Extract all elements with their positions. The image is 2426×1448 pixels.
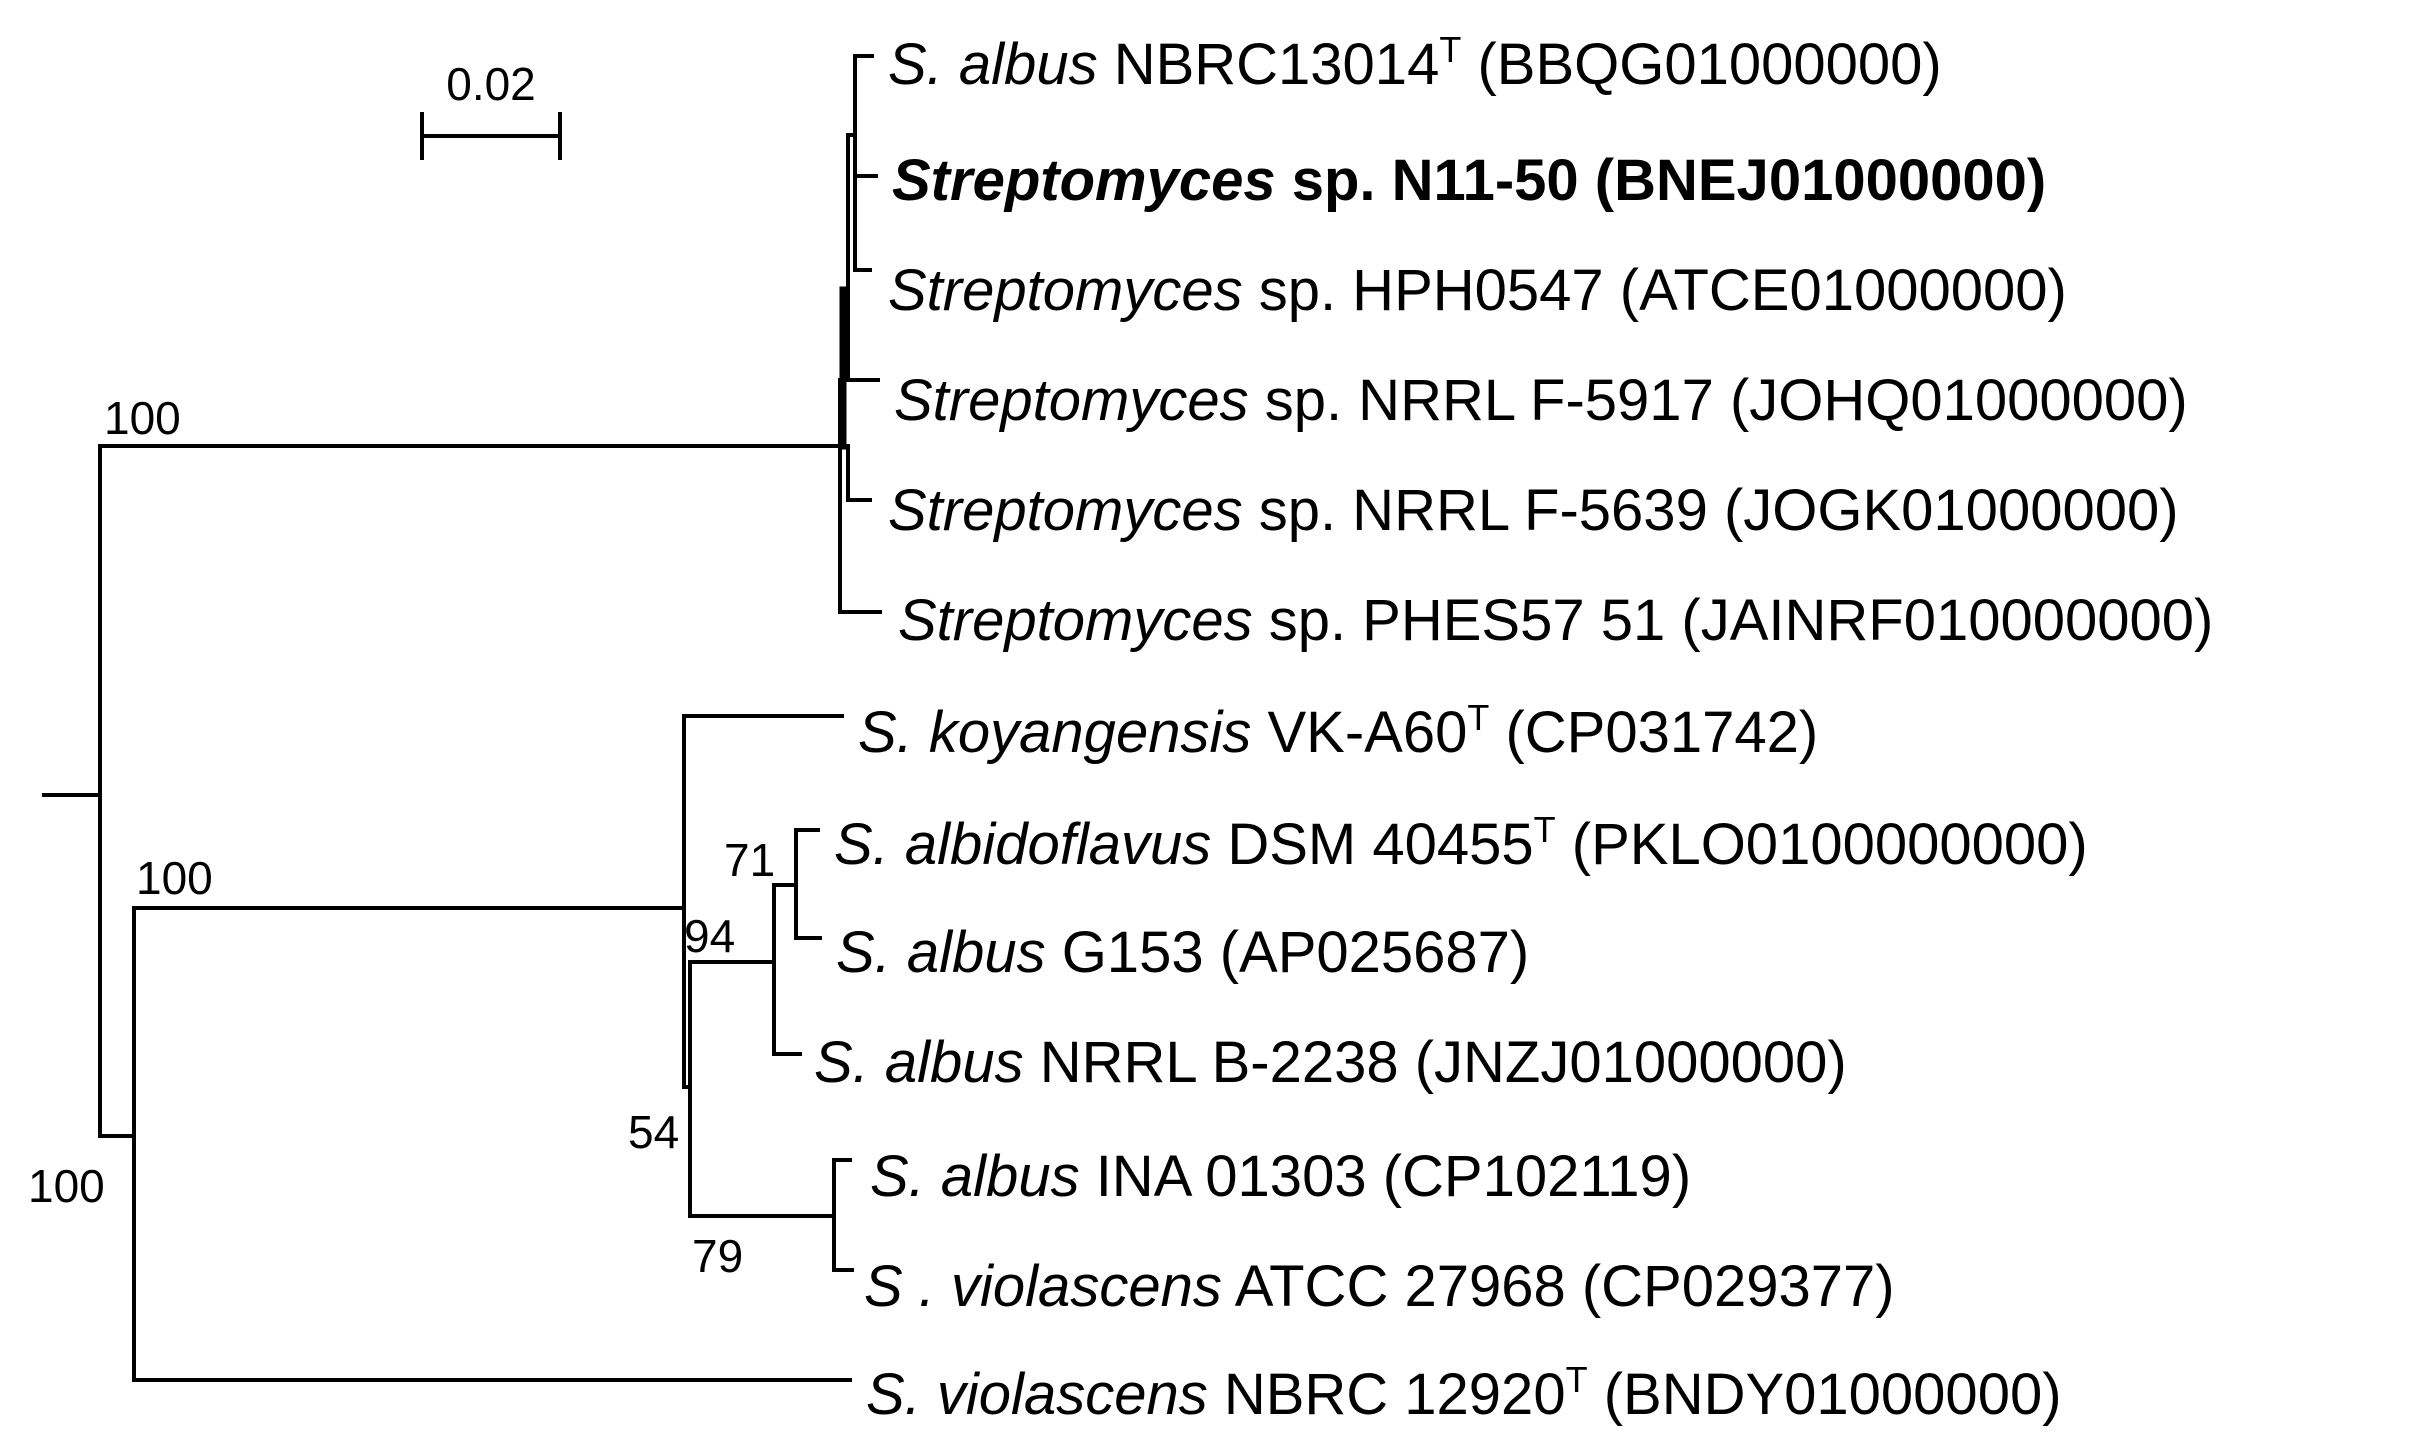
taxon-strain: DSM 40455 <box>1211 812 1533 877</box>
taxon-accession: (BNDY01000000) <box>1588 1362 2062 1427</box>
taxon-genus: S. koyangensis <box>858 700 1251 765</box>
taxon-label-t13: S. violascens NBRC 12920T (BNDY01000000) <box>866 1359 2062 1427</box>
taxon-strain: INA 01303 <box>1080 1144 1367 1209</box>
bootstrap-94: 94 <box>684 910 735 962</box>
taxon-accession: (CP029377) <box>1566 1254 1895 1319</box>
taxon-label-t8: S. albidoflavus DSM 40455T (PKLO01000000… <box>834 809 2088 877</box>
taxon-accession: (BNEJ01000000) <box>1579 148 2047 213</box>
scale-bar-label: 0.02 <box>446 58 536 110</box>
taxon-accession: (PKLO0100000000) <box>1556 812 2088 877</box>
taxon-accession: (ATCE01000000) <box>1604 258 2067 323</box>
taxon-accession: (JNZJ01000000) <box>1399 1030 1847 1095</box>
type-strain-marker: T <box>1566 1359 1588 1400</box>
bootstrap-inner: 100 <box>28 1160 105 1212</box>
bootstrap-clade-other: 100 <box>136 852 213 904</box>
taxon-strain: NBRC13014 <box>1098 32 1440 97</box>
taxon-label-t10: S. albus NRRL B-2238 (JNZJ01000000) <box>814 1030 1847 1095</box>
taxon-strain: G153 <box>1046 920 1204 985</box>
taxon-strain: sp. NRRL F-5639 <box>1243 478 1708 543</box>
taxon-label-t4: Streptomyces sp. NRRL F-5917 (JOHQ010000… <box>894 368 2188 433</box>
taxon-label-t2: Streptomyces sp. N11-50 (BNEJ01000000) <box>892 148 2046 213</box>
taxon-strain: ATCC 27968 <box>1222 1254 1566 1319</box>
taxon-accession: (JOHQ01000000) <box>1714 368 2188 433</box>
taxon-label-t3: Streptomyces sp. HPH0547 (ATCE01000000) <box>888 258 2067 323</box>
taxon-accession: (BBQG01000000) <box>1461 32 1941 97</box>
taxon-label-t9: S. albus G153 (AP025687) <box>836 920 1529 985</box>
bootstrap-71: 71 <box>724 834 775 886</box>
type-strain-marker: T <box>1467 697 1489 738</box>
taxon-accession: (CP031742) <box>1489 700 1818 765</box>
taxon-accession: (CP102119) <box>1367 1144 1692 1209</box>
taxon-strain: NRRL B-2238 <box>1024 1030 1399 1095</box>
taxon-strain: sp. HPH0547 <box>1243 258 1604 323</box>
taxon-genus: Streptomyces <box>892 148 1276 213</box>
taxon-label-t12: S . violascens ATCC 27968 (CP029377) <box>864 1254 1895 1319</box>
taxon-accession: (JAINRF010000000) <box>1665 588 2213 653</box>
type-strain-marker: T <box>1534 809 1556 850</box>
taxon-genus: S. albus <box>870 1144 1080 1209</box>
taxon-strain: sp. N11-50 <box>1276 148 1579 213</box>
taxon-strain: sp. NRRL F-5917 <box>1249 368 1714 433</box>
taxon-accession: (JOGK01000000) <box>1708 478 2179 543</box>
bootstrap-54: 54 <box>628 1106 679 1158</box>
taxon-genus: S . violascens <box>864 1254 1222 1319</box>
taxon-genus: Streptomyces <box>888 478 1243 543</box>
taxon-genus: S. albus <box>836 920 1046 985</box>
taxon-genus: S. albidoflavus <box>834 812 1211 877</box>
taxon-strain: VK-A60 <box>1251 700 1467 765</box>
taxon-label-t5: Streptomyces sp. NRRL F-5639 (JOGK010000… <box>888 478 2179 543</box>
taxon-label-t1: S. albus NBRC13014T (BBQG01000000) <box>888 29 1942 97</box>
taxon-genus: S. violascens <box>866 1362 1208 1427</box>
taxon-genus: Streptomyces <box>894 368 1249 433</box>
taxon-strain: NBRC 12920 <box>1208 1362 1566 1427</box>
bootstrap-clade-albus: 100 <box>104 392 181 444</box>
taxon-genus: S. albus <box>814 1030 1024 1095</box>
taxon-strain: sp. PHES57 51 <box>1253 588 1666 653</box>
taxon-genus: Streptomyces <box>898 588 1253 653</box>
taxon-accession: (AP025687) <box>1204 920 1530 985</box>
taxon-label-t7: S. koyangensis VK-A60T (CP031742) <box>858 697 1818 765</box>
scale-bar: 0.02 <box>420 58 562 160</box>
type-strain-marker: T <box>1439 29 1461 70</box>
taxon-genus: S. albus <box>888 32 1098 97</box>
bootstrap-79: 79 <box>692 1230 743 1282</box>
taxon-label-t11: S. albus INA 01303 (CP102119) <box>870 1144 1691 1209</box>
taxon-label-t6: Streptomyces sp. PHES57 51 (JAINRF010000… <box>898 588 2213 653</box>
taxon-genus: Streptomyces <box>888 258 1243 323</box>
